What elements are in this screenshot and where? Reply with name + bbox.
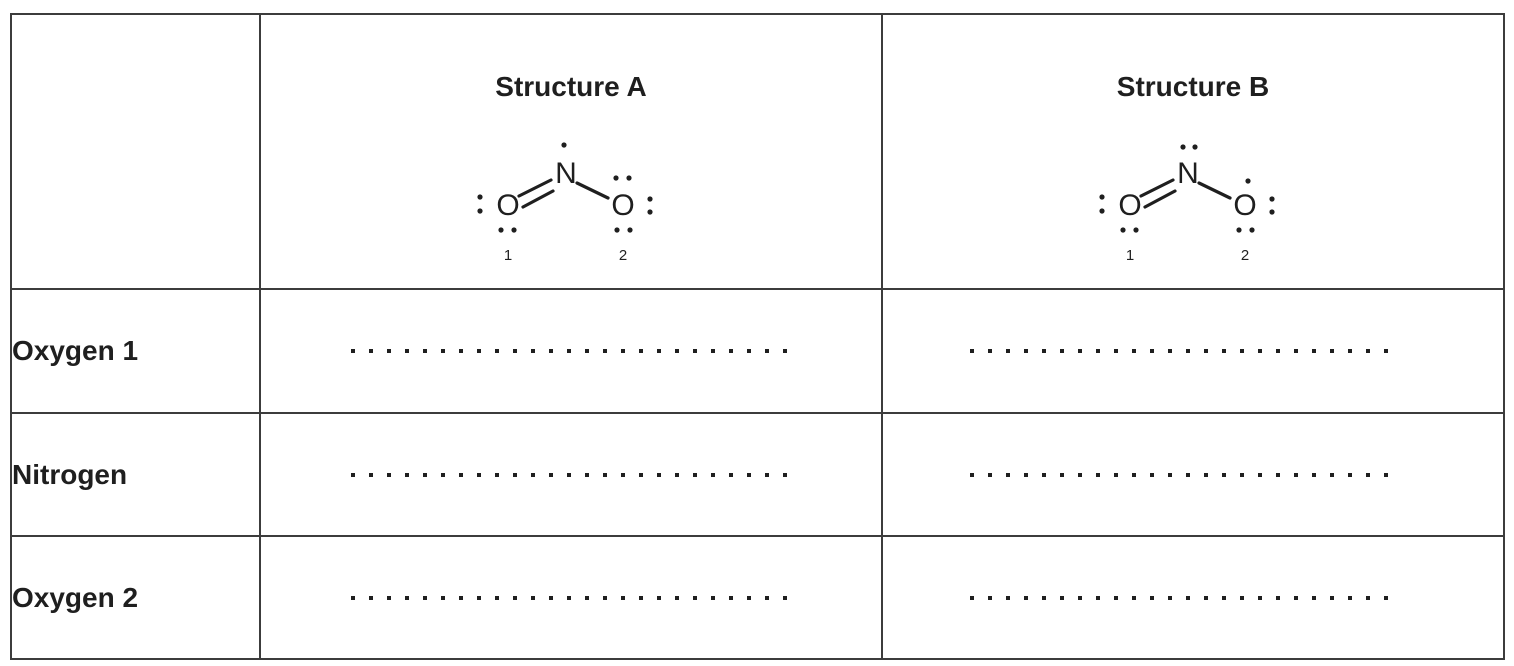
bond-double — [521, 188, 555, 209]
atom-symbol-n: N — [555, 157, 577, 190]
electron-dot-oxygen1-bottom — [511, 226, 517, 233]
atom-index-label: 1 — [504, 247, 512, 264]
answer-blank-nitrogen-structure-a[interactable] — [351, 472, 791, 477]
answer-blank-nitrogen-structure-b[interactable] — [970, 472, 1392, 477]
row-label-oxygen-1: Oxygen 1 — [10, 288, 261, 414]
answer-cell-oxygen2-structure-a — [259, 535, 883, 660]
electron-dot-oxygen1-left — [477, 193, 483, 200]
answer-blank-oxygen1-structure-b[interactable] — [970, 349, 1392, 353]
answer-blank-oxygen1-structure-a[interactable] — [351, 349, 791, 353]
row-oxygen-1: Oxygen 1 — [10, 288, 1505, 414]
electron-dot-oxygen2-bottom — [1249, 226, 1255, 233]
answer-cell-oxygen1-structure-b — [881, 288, 1505, 414]
answer-blank-oxygen2-structure-a[interactable] — [351, 595, 791, 600]
electron-dot-oxygen1-left — [1099, 193, 1105, 200]
electron-dot-oxygen2-top — [626, 174, 632, 181]
atom-symbol-o: O — [1233, 189, 1256, 222]
answer-cell-oxygen2-structure-b — [881, 535, 1505, 660]
row-oxygen-2: Oxygen 2 — [10, 535, 1505, 660]
electron-dot-oxygen2-bottom — [1236, 226, 1242, 233]
row-label-nitrogen: Nitrogen — [10, 412, 261, 537]
atom-index-label: 1 — [1126, 247, 1134, 264]
bond-single — [575, 180, 610, 200]
electron-dot-nitrogen-top — [561, 141, 567, 148]
bond-double — [517, 177, 553, 198]
atom-symbol-o: O — [496, 189, 519, 222]
row-label-oxygen-2: Oxygen 2 — [10, 535, 261, 660]
electron-dot-oxygen1-bottom — [1133, 226, 1139, 233]
electron-dot-oxygen2-bottom — [627, 226, 633, 233]
corner-cell — [10, 13, 261, 290]
lewis-structure-a: O 1 N O 2 — [477, 141, 653, 264]
electron-dot-oxygen1-bottom — [498, 226, 504, 233]
atom-symbol-o: O — [611, 189, 634, 222]
header-cell-structure-b: Structure B O 1 N O 2 — [881, 13, 1505, 290]
atom-index-label: 2 — [619, 247, 627, 264]
header-row: Structure A O 1 N O 2 Structure B O 1 N O 2 — [10, 13, 1505, 290]
structure-a-title: Structure A — [495, 70, 647, 102]
electron-dot-oxygen2-bottom — [614, 226, 620, 233]
electron-dot-oxygen2-top — [1245, 177, 1251, 184]
answer-cell-oxygen1-structure-a — [259, 288, 883, 414]
atom-symbol-o: O — [1118, 189, 1141, 222]
worksheet-table: Structure A O 1 N O 2 Structure B O 1 N O 2 Oxyg… — [10, 13, 1505, 660]
electron-dot-oxygen2-right — [647, 208, 653, 215]
row-nitrogen: Nitrogen — [10, 412, 1505, 537]
atom-index-label: 2 — [1241, 247, 1249, 264]
atom-symbol-n: N — [1177, 157, 1199, 190]
electron-dot-oxygen2-right — [1269, 195, 1275, 202]
header-cell-structure-a: Structure A O 1 N O 2 — [259, 13, 883, 290]
bond-single — [1197, 180, 1232, 200]
electron-dot-oxygen1-left — [477, 207, 483, 214]
bond-double — [1143, 188, 1177, 209]
electron-dot-nitrogen-top — [1192, 143, 1198, 150]
electron-dot-oxygen2-right — [647, 195, 653, 202]
bond-double — [1139, 177, 1175, 198]
electron-dot-oxygen1-left — [1099, 207, 1105, 214]
electron-dot-oxygen2-top — [613, 174, 619, 181]
answer-cell-nitrogen-structure-b — [881, 412, 1505, 537]
electron-dot-oxygen1-bottom — [1120, 226, 1126, 233]
structure-b-title: Structure B — [1116, 70, 1270, 102]
lewis-structure-b: O 1 N O 2 — [1099, 143, 1275, 264]
electron-dot-nitrogen-top — [1180, 143, 1186, 150]
answer-blank-oxygen2-structure-b[interactable] — [970, 595, 1392, 600]
answer-cell-nitrogen-structure-a — [259, 412, 883, 537]
electron-dot-oxygen2-right — [1269, 208, 1275, 215]
